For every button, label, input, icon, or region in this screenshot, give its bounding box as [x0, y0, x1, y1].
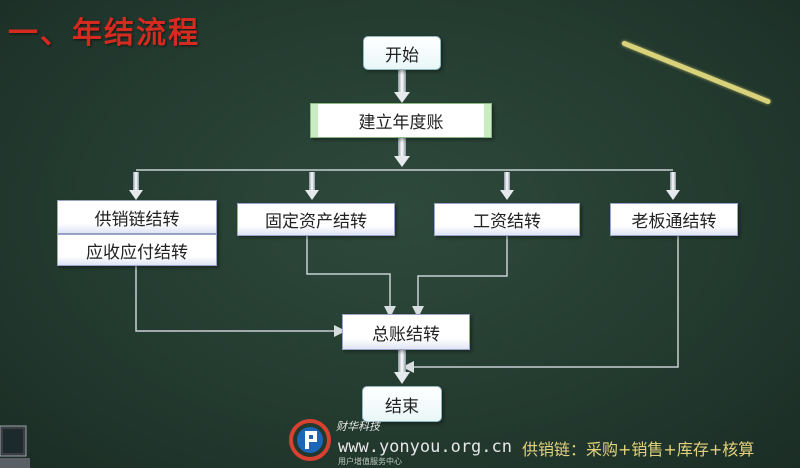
node-boss-link: 老板通结转 — [610, 203, 738, 236]
line-boss-to-end — [402, 236, 679, 373]
node-supply-chain: 供销链结转 — [57, 200, 217, 234]
node-fixed-assets: 固定资产结转 — [237, 203, 395, 236]
line-ar-ap-to-ledger — [135, 266, 346, 337]
arrow-to-boss-link — [666, 172, 680, 200]
footer-note: 供销链：采购+销售+库存+核算 — [522, 440, 755, 459]
slide-title: 一、年结流程 — [8, 16, 200, 51]
footer-org: 用户增值服务中心 — [338, 457, 402, 466]
node-end: 结束 — [362, 386, 442, 422]
arrow-to-fixed-assets — [305, 172, 319, 200]
footer-brand: 财华科技 — [336, 420, 380, 433]
node-general-ledger: 总账结转 — [342, 314, 470, 350]
laptop-icon — [0, 425, 30, 468]
footer-url[interactable]: www.yonyou.org.cn — [338, 437, 512, 457]
node-create-year-account: 建立年度账 — [310, 103, 492, 138]
arrow-start-to-create — [394, 70, 410, 103]
line-fixed-to-ledger — [306, 236, 396, 318]
node-payroll: 工资结转 — [434, 203, 580, 236]
arrow-to-payroll — [500, 172, 514, 200]
yonyou-logo-icon — [289, 419, 331, 461]
node-start: 开始 — [363, 36, 441, 70]
arrow-ledger-to-end — [394, 350, 410, 384]
node-ar-ap: 应收应付结转 — [57, 234, 217, 266]
line-payroll-to-ledger — [412, 236, 508, 318]
arrow-to-supply-chain — [129, 172, 143, 200]
arrow-create-to-split — [394, 138, 410, 167]
